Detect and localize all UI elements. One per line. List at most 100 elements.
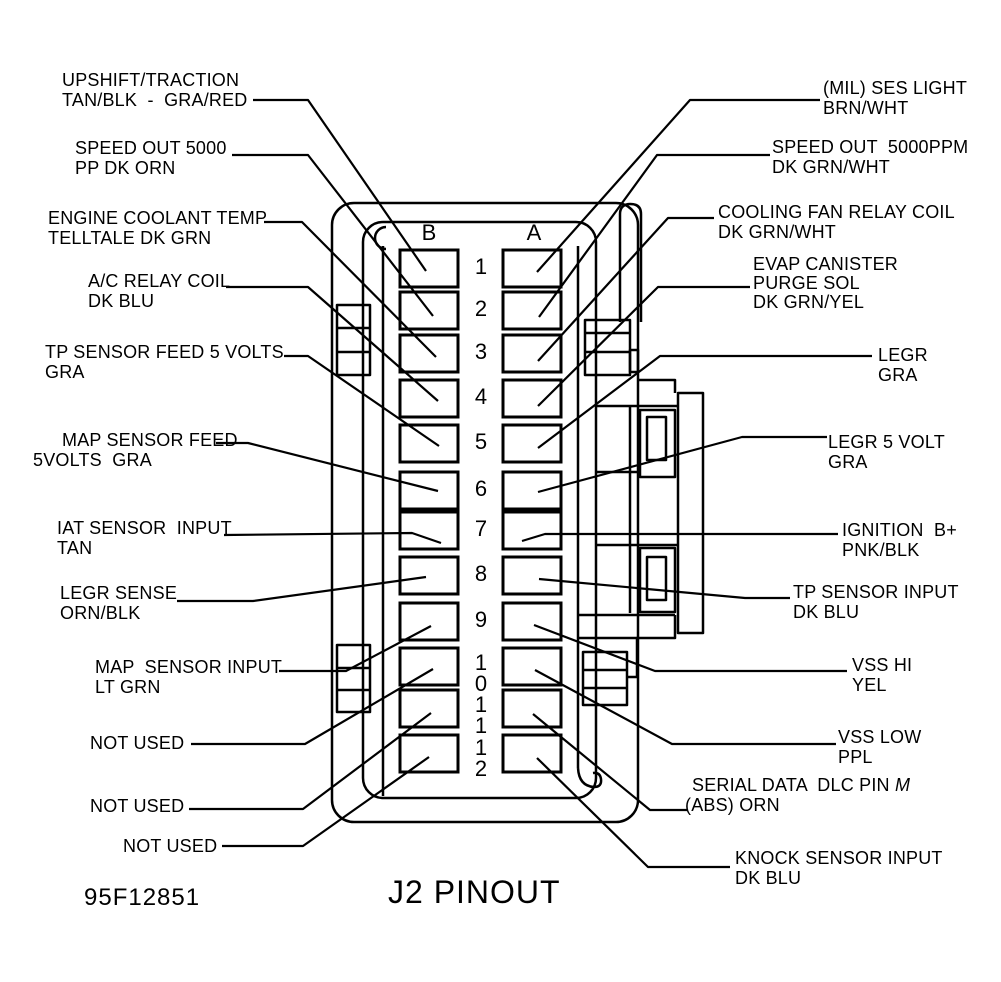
- leader-a3: [537, 216, 714, 362]
- leader-a11: [532, 713, 687, 812]
- pin-label-a7: IGNITION B+PNK/BLK: [842, 520, 957, 560]
- right-clip-lower: [581, 650, 629, 707]
- pin-box-b3: [398, 333, 460, 374]
- pin-number-5: 5: [474, 429, 488, 454]
- column-header-b: B: [421, 220, 437, 245]
- leader-a5: [537, 354, 872, 449]
- leader-a9: [533, 623, 847, 673]
- leader-b8: [177, 575, 427, 603]
- pin-box-b12: [398, 733, 460, 774]
- connector-inner-body: [361, 220, 598, 800]
- pin-box-b11: [398, 688, 460, 729]
- right-bracket: [578, 202, 705, 707]
- pin-number-2: 2: [474, 296, 488, 321]
- leader-lines: [177, 98, 872, 869]
- pin-box-b6: [398, 470, 460, 511]
- pin-number-6: 6: [474, 476, 488, 501]
- diagram-title: J2 PINOUT: [388, 874, 561, 910]
- leader-a2: [538, 153, 770, 318]
- pin-box-b7: [398, 510, 460, 551]
- right-clip-upper: [583, 318, 632, 377]
- keyway-curl-top-left: [373, 225, 387, 251]
- pin-number-7: 7: [474, 516, 488, 541]
- leader-b10: [191, 668, 434, 746]
- pin-box-a4: [501, 378, 563, 419]
- pin-box-a10: [501, 646, 563, 687]
- pin-number-1: 1: [474, 254, 488, 279]
- pin-box-a9: [501, 601, 563, 642]
- pin-box-a1: [501, 248, 563, 289]
- pin-box-a8: [501, 555, 563, 596]
- leader-a6: [537, 435, 827, 494]
- leader-a12: [536, 757, 730, 869]
- leader-b1: [253, 98, 427, 272]
- leader-a10: [534, 669, 836, 746]
- pin-label-b10: NOT USED: [90, 733, 185, 753]
- leader-a7: [521, 532, 838, 543]
- rounded-top-bar: [618, 202, 643, 322]
- pin-box-b2: [398, 290, 460, 331]
- pin-box-a6: [501, 470, 563, 511]
- pin-box-a7: [501, 510, 563, 551]
- pin-box-a12: [501, 733, 563, 774]
- pin-grid: [398, 248, 563, 774]
- leader-b3: [264, 220, 437, 358]
- serial-data-pin-m: M: [894, 775, 911, 795]
- pin-box-a11: [501, 688, 563, 729]
- column-header-a: A: [526, 220, 542, 245]
- pin-number-8: 8: [474, 561, 488, 586]
- leader-b11: [189, 712, 432, 811]
- leader-a8: [538, 577, 790, 600]
- pin-label-b11: NOT USED: [90, 796, 185, 816]
- latch-window-2: [638, 546, 677, 614]
- pin-box-a5: [501, 423, 563, 464]
- leader-b2: [232, 153, 434, 317]
- pin-number-3: 3: [474, 339, 488, 364]
- latch-window-1: [638, 408, 677, 479]
- leader-b7: [223, 531, 442, 545]
- leader-b5: [284, 354, 440, 447]
- leader-b12: [222, 756, 430, 848]
- pin-box-b9: [398, 601, 460, 642]
- leader-a1: [536, 98, 820, 273]
- pin-number-4: 4: [474, 384, 488, 409]
- leader-b9: [279, 625, 432, 673]
- pin-box-a2: [501, 290, 563, 331]
- figure-number: 95F12851: [84, 884, 201, 911]
- leader-a4: [537, 285, 750, 407]
- pin-box-b5: [398, 423, 460, 464]
- pin-label-a11: SERIAL DATA DLC PIN M(ABS) ORN: [685, 775, 911, 815]
- pin-box-b10: [398, 646, 460, 687]
- pin-number-9: 9: [474, 607, 488, 632]
- pin-box-b4: [398, 378, 460, 419]
- pin-box-b8: [398, 555, 460, 596]
- lock-bar: [676, 391, 705, 635]
- leader-b4: [226, 285, 439, 402]
- pin-label-b12: NOT USED: [123, 836, 218, 856]
- pin-box-a3: [501, 333, 563, 374]
- leader-b6: [216, 441, 439, 493]
